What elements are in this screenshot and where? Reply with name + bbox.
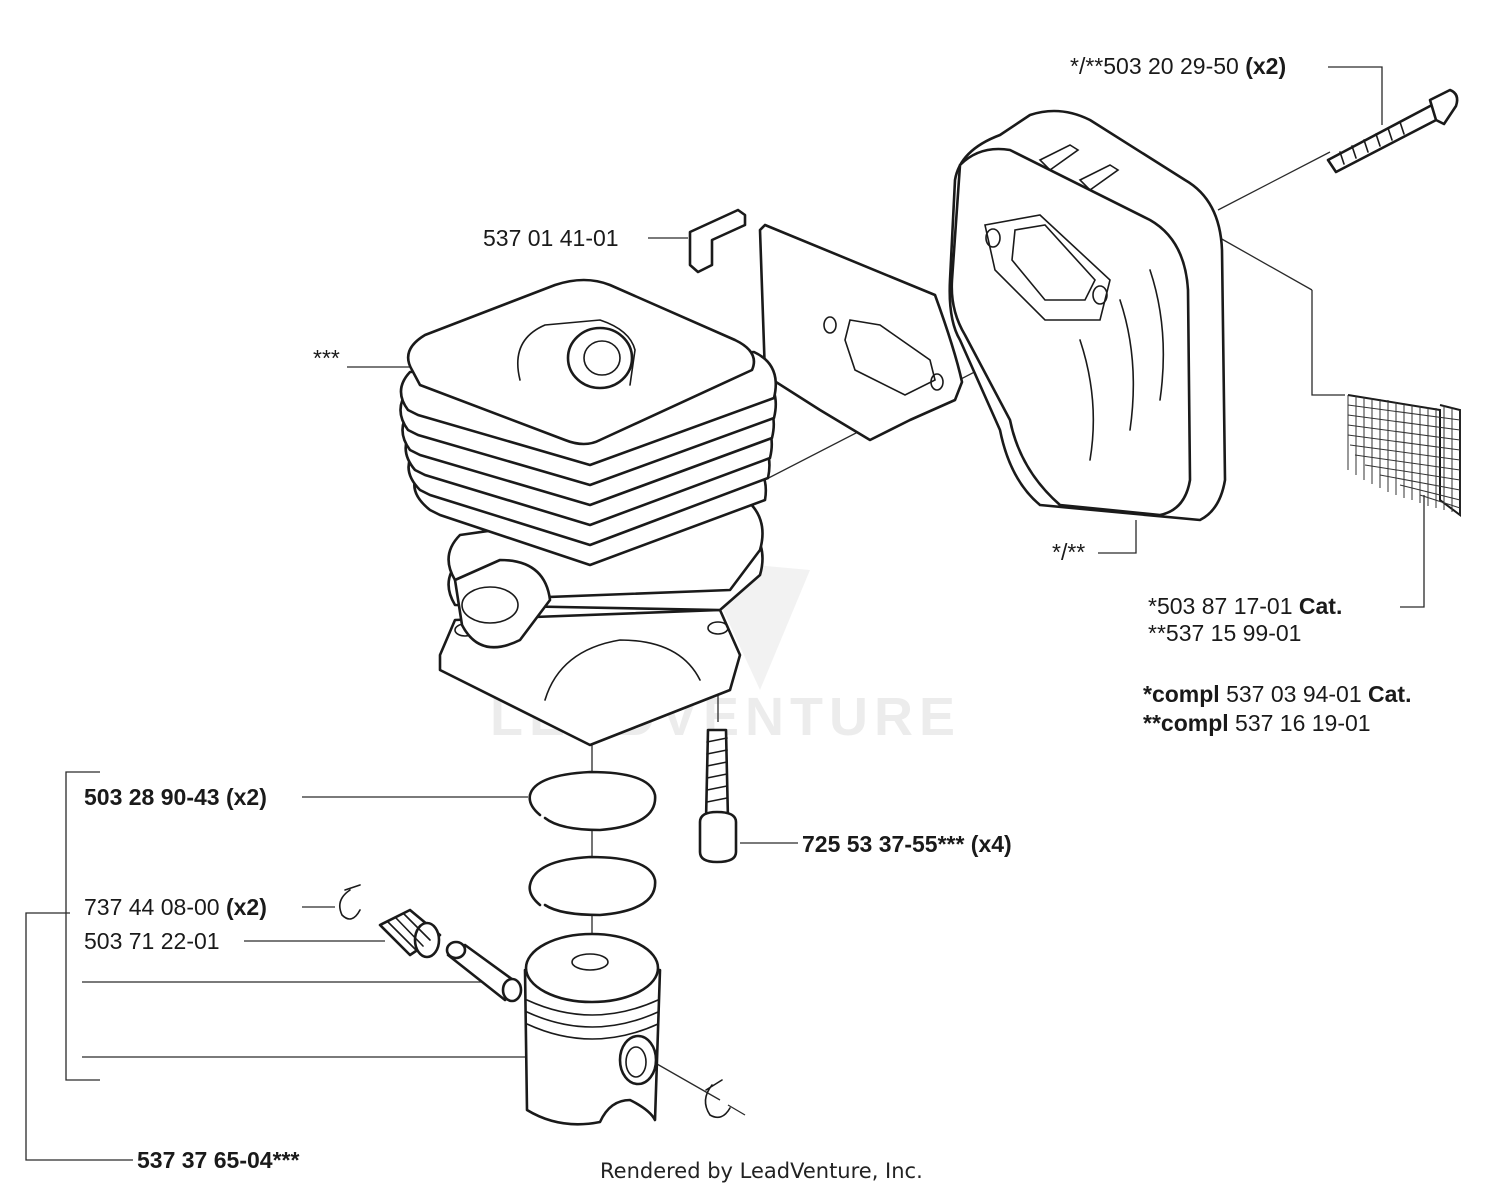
label-piston-rings: 503 28 90-43 (x2) xyxy=(84,784,267,810)
label-cylinder: *** xyxy=(313,345,340,371)
cylinder-screw-icon xyxy=(698,728,738,864)
spark-screen-icon xyxy=(1347,394,1461,517)
needle-bearing-icon xyxy=(378,908,442,959)
piston-pin-icon xyxy=(445,940,523,1003)
footer-credit: Rendered by LeadVenture, Inc. xyxy=(600,1159,923,1183)
leader-lines xyxy=(25,66,1425,1161)
label-muffler: */** xyxy=(1052,539,1085,565)
label-compl-b: **compl 537 16 19-01 xyxy=(1143,710,1371,736)
heat-shield-icon xyxy=(688,208,964,442)
muffler-icon xyxy=(948,109,1227,522)
long-bolt-icon xyxy=(1326,88,1459,174)
label-heat-shield: 537 01 41-01 xyxy=(483,225,619,251)
cylinder-icon xyxy=(399,278,778,747)
label-spark-screen-b: **537 15 99-01 xyxy=(1148,620,1301,646)
label-long-bolt: */**503 20 29-50 (x2) xyxy=(1070,53,1286,79)
circlip-icon xyxy=(339,884,731,1119)
label-circlip: 737 44 08-00 (x2) xyxy=(84,894,267,920)
label-cylinder-screw: 725 53 37-55*** (x4) xyxy=(802,831,1012,857)
label-needle-bearing: 503 71 22-01 xyxy=(84,928,220,954)
label-piston-kit: 537 37 65-04*** xyxy=(137,1147,299,1173)
piston-rings-icon xyxy=(528,770,657,917)
label-compl-a: *compl 537 03 94-01 Cat. xyxy=(1143,681,1411,707)
label-spark-screen-a: *503 87 17-01 Cat. xyxy=(1148,593,1342,619)
piston-icon xyxy=(523,932,662,1126)
